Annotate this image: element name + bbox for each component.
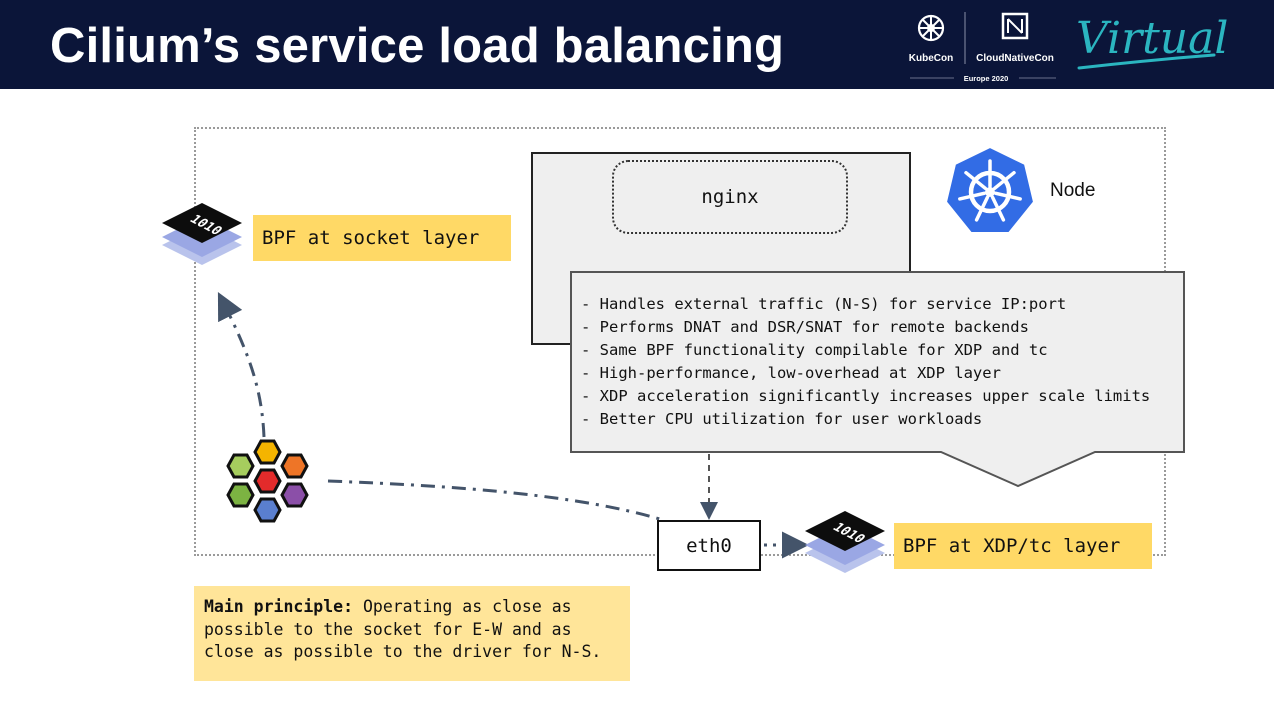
- node-label: Node: [1050, 180, 1096, 201]
- slide-title: Cilium’s service load balancing: [50, 19, 785, 73]
- principle-text: Operating as close as possible to the so…: [204, 597, 602, 661]
- principle-label: Main principle:: [204, 597, 354, 616]
- eth0-interface: eth0: [657, 520, 761, 571]
- callout-item: - Same BPF functionality compilable for …: [581, 341, 1048, 359]
- callout-list: - Handles external traffic (N-S) for ser…: [581, 293, 1181, 431]
- event-subtitle: Europe 2020: [964, 74, 1009, 83]
- callout-item: - High-performance, low-overhead at XDP …: [581, 364, 1001, 382]
- cloudnativecon-text: CloudNativeCon: [976, 53, 1054, 64]
- bpf-xdp-label: BPF at XDP/tc layer: [894, 523, 1152, 569]
- principle-note: Main principle: Operating as close as po…: [194, 586, 630, 681]
- kubecon-logo: KubeCon: [909, 14, 953, 64]
- kubecon-text: KubeCon: [909, 53, 953, 64]
- cloudnativecon-logo: CloudNativeCon: [976, 12, 1054, 64]
- callout-item: - Performs DNAT and DSR/SNAT for remote …: [581, 318, 1029, 336]
- bpf-socket-label: BPF at socket layer: [253, 215, 511, 261]
- event-logos: KubeCon CloudNativeCon Europe 2020 Virtu…: [909, 12, 1228, 83]
- callout-item: - XDP acceleration significantly increas…: [581, 387, 1151, 405]
- header-bar: Cilium’s service load balancing KubeCon …: [0, 0, 1274, 89]
- nginx-container: nginx: [612, 160, 848, 234]
- callout-item: - Handles external traffic (N-S) for ser…: [581, 295, 1067, 313]
- callout-item: - Better CPU utilization for user worklo…: [581, 410, 983, 428]
